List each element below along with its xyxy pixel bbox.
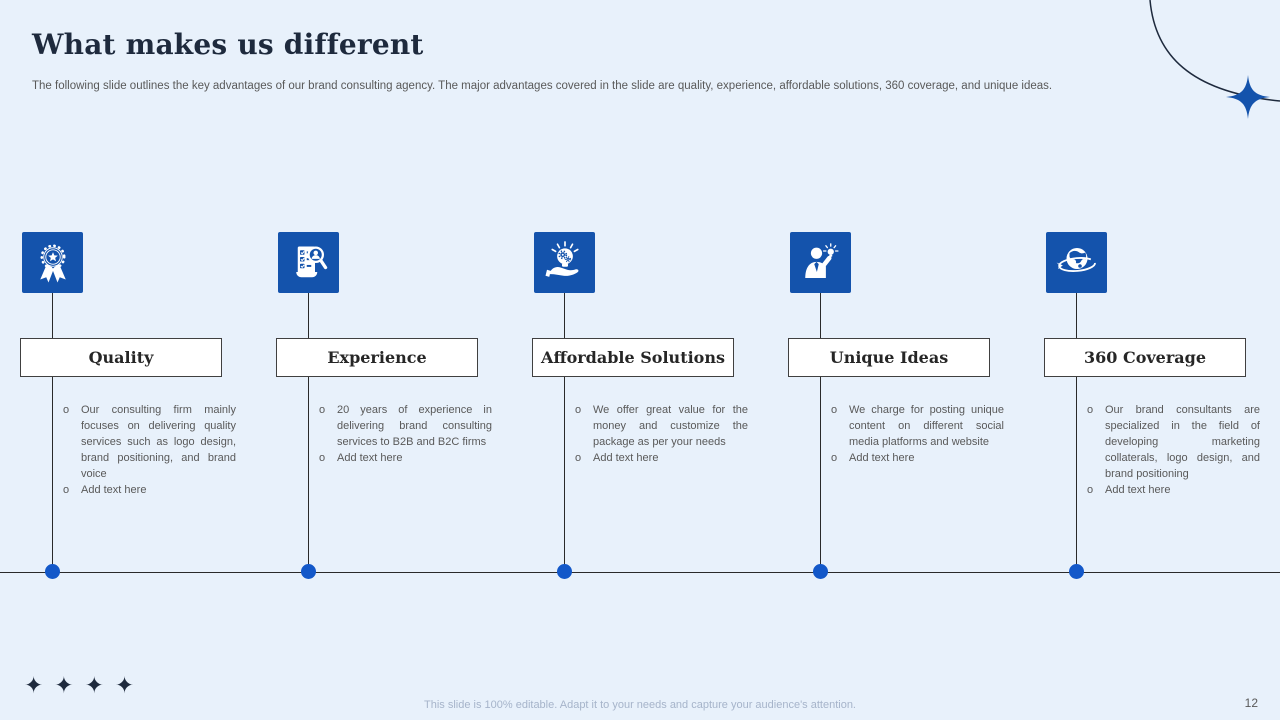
hand-lightbulb-icon: [534, 232, 595, 293]
person-idea-icon: [790, 232, 851, 293]
sparkle-icon: ✦: [84, 672, 104, 698]
page-number: 12: [1244, 696, 1258, 710]
timeline-dot: [1069, 564, 1084, 579]
award-ribbon-icon: [22, 232, 83, 293]
bullet-list-affordable-solutions: We offer great value for the money and c…: [572, 402, 748, 466]
timeline-dot: [557, 564, 572, 579]
bullet-item: Our brand consultants are specialized in…: [1084, 402, 1260, 482]
timeline-dot: [45, 564, 60, 579]
connector-line: [820, 377, 821, 572]
connector-line: [308, 293, 309, 338]
bullet-item: Add text here: [1084, 482, 1260, 498]
timeline-dot: [813, 564, 828, 579]
bullet-item: Add text here: [60, 482, 236, 498]
bullet-item: 20 years of experience in delivering bra…: [316, 402, 492, 450]
sparkle-icon: ✦: [114, 672, 135, 698]
slide-title: What makes us different: [32, 28, 424, 61]
category-label-unique-ideas: Unique Ideas: [788, 338, 990, 377]
bullet-list-unique-ideas: We charge for posting unique content on …: [828, 402, 1004, 466]
column-unique-ideas: Unique Ideas We charge for posting uniqu…: [788, 232, 1004, 588]
bullet-list-360-coverage: Our brand consultants are specialized in…: [1084, 402, 1260, 498]
slide-subtitle: The following slide outlines the key adv…: [32, 80, 1053, 92]
connector-line: [820, 293, 821, 338]
bullet-item: Add text here: [572, 450, 748, 466]
bullet-list-experience: 20 years of experience in delivering bra…: [316, 402, 492, 466]
connector-line: [52, 293, 53, 338]
bullet-item: We charge for posting unique content on …: [828, 402, 1004, 450]
sparkle-row: ✦ ✦ ✦ ✦: [24, 674, 134, 697]
column-affordable-solutions: Affordable Solutions We offer great valu…: [532, 232, 748, 588]
column-360-coverage: 360 Coverage Our brand consultants are s…: [1044, 232, 1260, 588]
bullet-item: Our consulting firm mainly focuses on de…: [60, 402, 236, 482]
corner-arc-decoration: [1149, 0, 1280, 119]
checklist-magnifier-icon: [278, 232, 339, 293]
bullet-item: We offer great value for the money and c…: [572, 402, 748, 450]
bullet-item: Add text here: [828, 450, 1004, 466]
sparkle-icon: ✦: [24, 672, 44, 698]
connector-line: [1076, 377, 1077, 572]
connector-line: [52, 377, 53, 572]
timeline-dot: [301, 564, 316, 579]
timeline-line: [0, 572, 1280, 573]
column-experience: Experience 20 years of experience in del…: [276, 232, 492, 588]
column-quality: Quality Our consulting firm mainly focus…: [20, 232, 236, 588]
globe-orbit-icon: [1046, 232, 1107, 293]
category-label-experience: Experience: [276, 338, 478, 377]
connector-line: [308, 377, 309, 572]
connector-line: [1076, 293, 1077, 338]
sparkle-icon: ✦: [54, 672, 74, 698]
connector-line: [564, 377, 565, 572]
bullet-item: Add text here: [316, 450, 492, 466]
footer-note: This slide is 100% editable. Adapt it to…: [424, 699, 856, 711]
category-label-360-coverage: 360 Coverage: [1044, 338, 1246, 377]
four-point-star-icon: [1226, 75, 1270, 119]
category-label-affordable-solutions: Affordable Solutions: [532, 338, 734, 377]
category-label-quality: Quality: [20, 338, 222, 377]
connector-line: [564, 293, 565, 338]
bullet-list-quality: Our consulting firm mainly focuses on de…: [60, 402, 236, 498]
